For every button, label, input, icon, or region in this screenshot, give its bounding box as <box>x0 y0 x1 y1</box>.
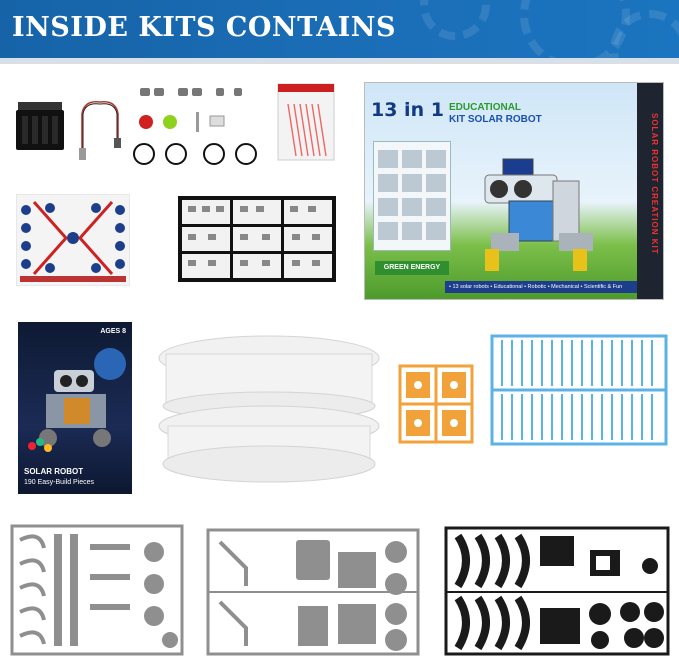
product-box-image: 13 in 1 EDUCATIONAL KIT SOLAR ROBOT GREE… <box>364 82 664 300</box>
box-subtitle-1: EDUCATIONAL <box>449 102 522 113</box>
gray-parts-frame-center-image <box>206 528 420 656</box>
manual-title: SOLAR ROBOT <box>24 467 84 476</box>
box-feature-strip: • 13 solar robots • Educational • Roboti… <box>445 281 641 293</box>
tubing-bag-image <box>276 82 336 162</box>
page-title: INSIDE KITS CONTAINS <box>12 12 396 43</box>
robot-illustration-icon <box>461 137 611 277</box>
battery-pack-image <box>14 102 70 152</box>
black-parts-frame-image <box>444 526 670 656</box>
box-subtitle-2: KIT SOLAR ROBOT <box>449 114 542 125</box>
manual-pieces-label: 190 Easy-Build Pieces <box>24 479 95 486</box>
instruction-manual-image: AGES 8 SOLAR ROBOT 190 Easy-Build Pieces <box>18 322 132 494</box>
box-model-grid <box>373 141 451 251</box>
box-side-text: SOLAR ROBOT CREATION KIT <box>650 113 659 255</box>
manual-robot-icon <box>28 348 126 452</box>
orange-parts-frame-image <box>396 362 476 446</box>
small-parts-set-image <box>132 84 262 170</box>
wire-lead-image <box>74 96 126 162</box>
sticker-sheet-image <box>15 193 131 287</box>
gear-decoration-icon <box>420 0 490 40</box>
parts-list-card-image <box>178 196 336 282</box>
gray-parts-frame-left-image <box>10 524 184 656</box>
header-banner: INSIDE KITS CONTAINS <box>0 0 679 64</box>
manual-age-label: AGES 8 <box>100 328 126 335</box>
box-title: 13 in 1 <box>371 99 444 121</box>
plastic-containers-image <box>156 330 382 490</box>
blue-parts-frame-image <box>490 334 668 446</box>
banner-divider <box>0 58 679 64</box>
box-side-panel: SOLAR ROBOT CREATION KIT <box>637 83 663 299</box>
gear-decoration-icon <box>610 10 679 64</box>
green-energy-badge: GREEN ENERGY <box>375 261 449 275</box>
